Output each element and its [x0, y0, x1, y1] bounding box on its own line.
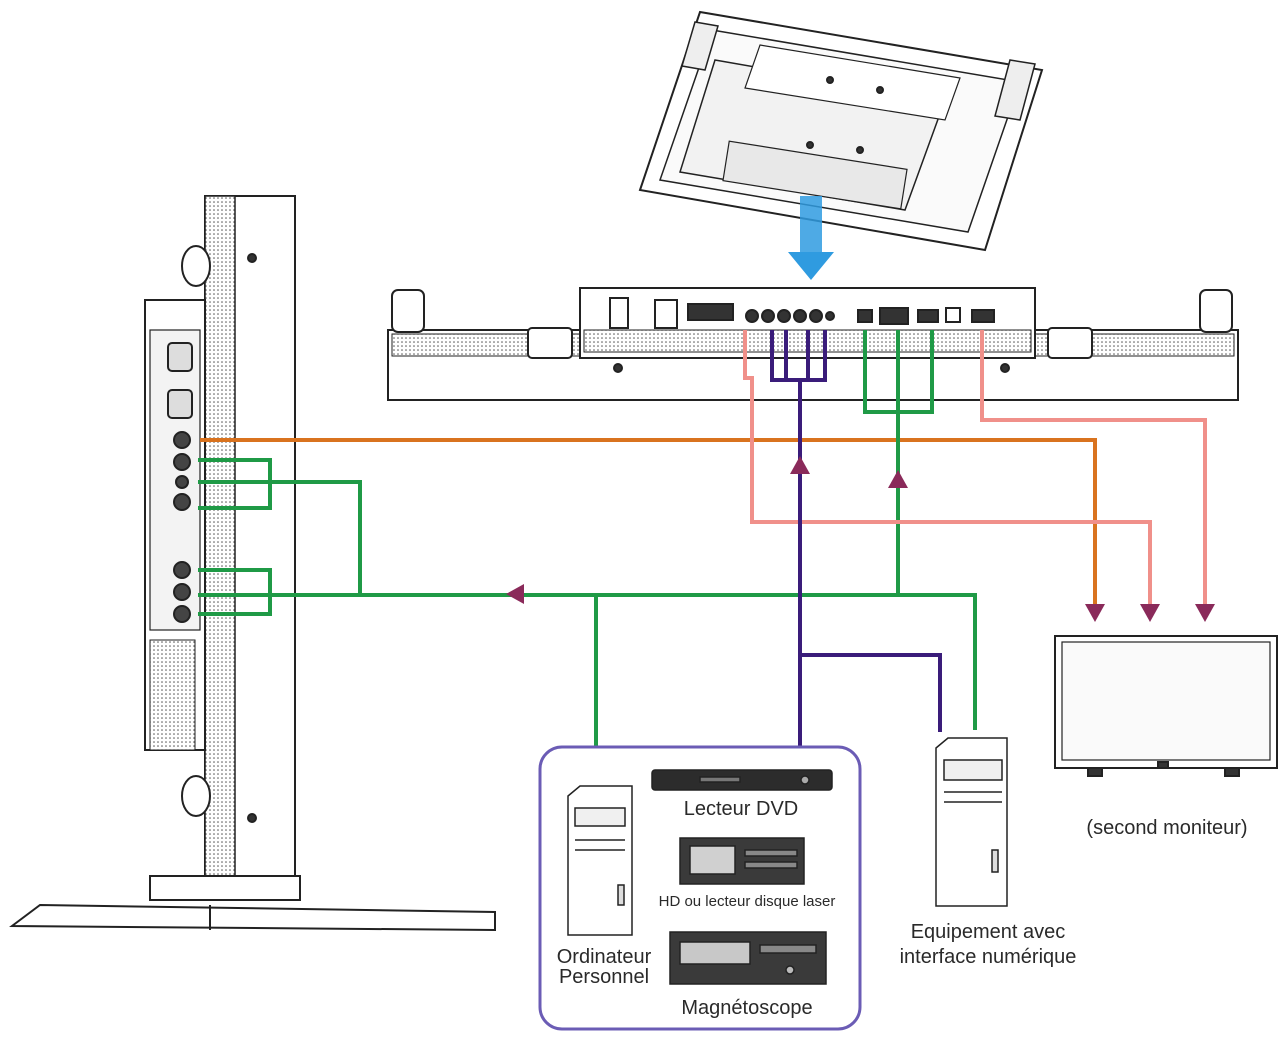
cable-purple	[770, 330, 942, 748]
signal-arrows	[506, 456, 1215, 622]
vcr-icon	[669, 931, 827, 985]
monitor-bottom-panel	[387, 287, 1239, 401]
monitor-side-view	[9, 195, 496, 932]
label-vcr: Magnétoscope	[681, 997, 812, 1019]
cable-pink	[743, 330, 1207, 610]
arrow-down-icon	[1195, 604, 1215, 622]
label-dvd-player: Lecteur DVD	[684, 798, 799, 820]
view-arrow-icon	[788, 196, 834, 280]
arrow-down-icon	[1085, 604, 1105, 622]
arrow-down-icon	[1140, 604, 1160, 622]
second-monitor	[1054, 635, 1278, 777]
label-second-monitor: (second moniteur)	[1086, 817, 1247, 839]
dvd-player-icon	[651, 769, 833, 791]
cable-green	[198, 330, 977, 748]
label-hd-laser-disc: HD ou lecteur disque laser	[659, 893, 836, 910]
arrow-left-icon	[506, 584, 524, 604]
cable-orange	[200, 438, 1097, 610]
arrow-up-icon	[790, 456, 810, 474]
arrow-up-icon	[888, 470, 908, 488]
digital-equipment-tower-icon	[935, 737, 1008, 907]
label-personal-computer-line1: Ordinateur	[557, 946, 652, 968]
pc-tower-icon	[567, 785, 633, 936]
label-digital-equipment-line2: interface numérique	[900, 946, 1077, 968]
device-group-frame	[538, 745, 862, 1031]
laserdisc-player-icon	[679, 837, 805, 885]
tilted-monitor-rear	[638, 10, 1044, 252]
label-personal-computer-line2: Personnel	[559, 966, 649, 988]
label-digital-equipment-line1: Equipement avec	[911, 921, 1066, 943]
